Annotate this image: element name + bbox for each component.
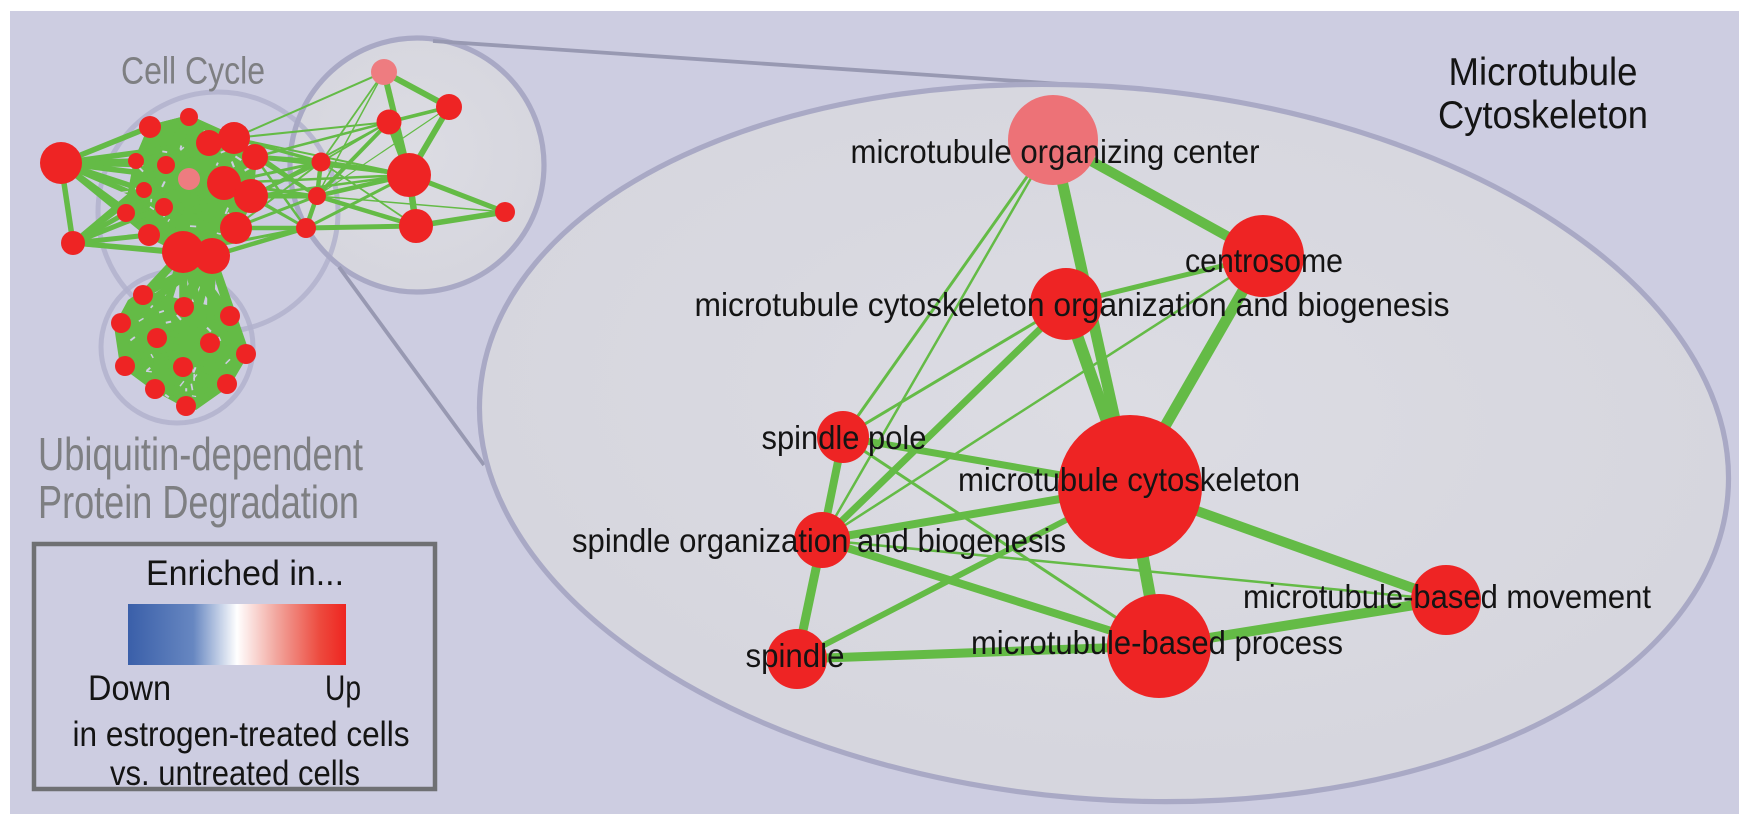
svg-text:Protein Degradation: Protein Degradation xyxy=(38,476,359,528)
svg-text:in estrogen-treated cells: in estrogen-treated cells xyxy=(73,714,410,754)
svg-text:vs. untreated cells: vs. untreated cells xyxy=(110,753,360,793)
svg-text:Cell Cycle: Cell Cycle xyxy=(121,50,265,93)
svg-text:spindle: spindle xyxy=(746,637,845,674)
svg-text:microtubule-based process: microtubule-based process xyxy=(971,624,1343,661)
svg-text:Up: Up xyxy=(325,669,361,708)
svg-text:Down: Down xyxy=(88,669,171,708)
svg-text:Enriched in...: Enriched in... xyxy=(146,554,344,593)
svg-text:microtubule organizing center: microtubule organizing center xyxy=(851,133,1260,170)
svg-text:spindle organization and bioge: spindle organization and biogenesis xyxy=(572,522,1066,559)
svg-text:Microtubule: Microtubule xyxy=(1449,51,1638,94)
svg-text:spindle pole: spindle pole xyxy=(762,419,927,456)
svg-text:Cytoskeleton: Cytoskeleton xyxy=(1438,94,1648,137)
svg-text:microtubule cytoskeleton organ: microtubule cytoskeleton organization an… xyxy=(695,286,1450,323)
svg-text:microtubule cytoskeleton: microtubule cytoskeleton xyxy=(958,461,1300,498)
svg-text:microtubule-based movement: microtubule-based movement xyxy=(1243,578,1651,615)
svg-text:Ubiquitin-dependent: Ubiquitin-dependent xyxy=(38,428,363,480)
svg-text:centrosome: centrosome xyxy=(1185,242,1343,279)
